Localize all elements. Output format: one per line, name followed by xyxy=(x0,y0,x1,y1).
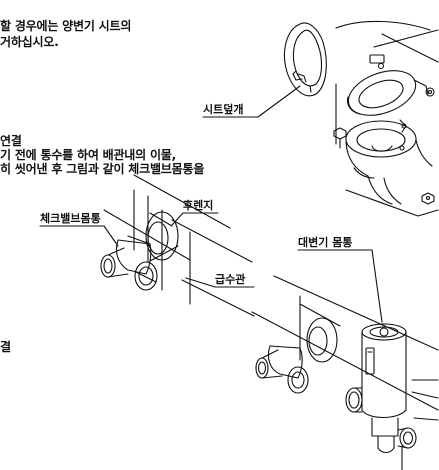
label-flange: 후렌지 xyxy=(183,199,214,212)
flush-valve-drawing xyxy=(252,250,438,470)
toilet-drawing xyxy=(334,21,438,216)
connect-section-title: 연결 xyxy=(0,134,22,148)
label-check-valve-body: 체크밸브몸통 xyxy=(40,212,101,225)
seat-cover-leader xyxy=(203,86,300,117)
bottom-section-title: 결 xyxy=(0,340,11,354)
connect-line-2: 히 씻어낸 후 그림과 같이 체크밸브몸통을 xyxy=(0,162,205,176)
intro-line-2: 거하십시오. xyxy=(0,35,59,49)
intro-line-1: 할 경우에는 양변기 시트의 xyxy=(0,19,132,33)
label-seat-cover: 시트덮개 xyxy=(203,103,244,116)
label-supply-pipe: 급수관 xyxy=(215,273,246,286)
label-toilet-body: 대변기 몸통 xyxy=(298,236,353,249)
check-valve-drawing xyxy=(40,175,254,316)
seat-cover-drawing xyxy=(285,23,327,96)
connect-line-1: 기 전에 통수를 하여 배관내의 이물, xyxy=(0,148,177,162)
